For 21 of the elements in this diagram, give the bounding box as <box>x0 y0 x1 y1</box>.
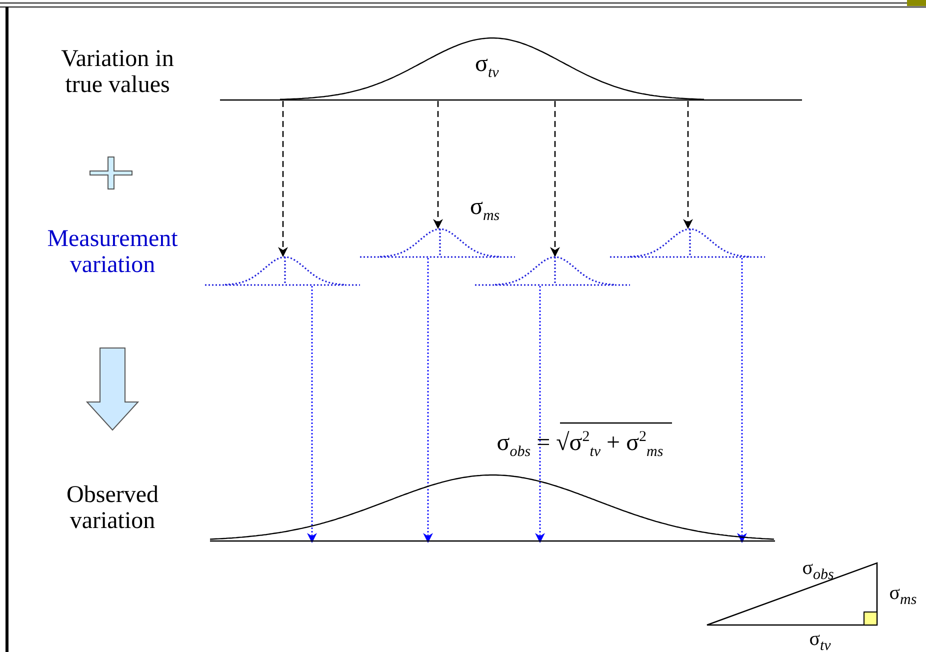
side-label: σ$_{tv}$ <box>808 628 832 652</box>
sigma-symbol: σ$_{ms}$ <box>470 194 500 225</box>
bell-curve <box>210 472 775 542</box>
bell-curve <box>205 256 360 286</box>
bell-curve <box>610 228 765 258</box>
hypotenuse-label: σ$_{obs}$ <box>801 557 835 585</box>
arrow <box>307 286 317 543</box>
row-label: Measurement variation <box>46 226 179 278</box>
side-label: σ$_{ms}$ <box>888 582 918 610</box>
arrow <box>278 101 288 257</box>
bell-curve <box>220 35 802 101</box>
arrow <box>550 101 560 257</box>
arrow <box>535 286 545 543</box>
arrow <box>683 101 693 229</box>
row-label: Observed variation <box>66 482 160 534</box>
bell-curve <box>475 256 630 286</box>
arrow <box>423 258 433 543</box>
arrow <box>737 258 747 543</box>
sigma-symbol: σ$_{tv}$ <box>475 51 499 82</box>
row-label: Variation in true values <box>60 46 175 98</box>
arrow <box>433 101 443 229</box>
